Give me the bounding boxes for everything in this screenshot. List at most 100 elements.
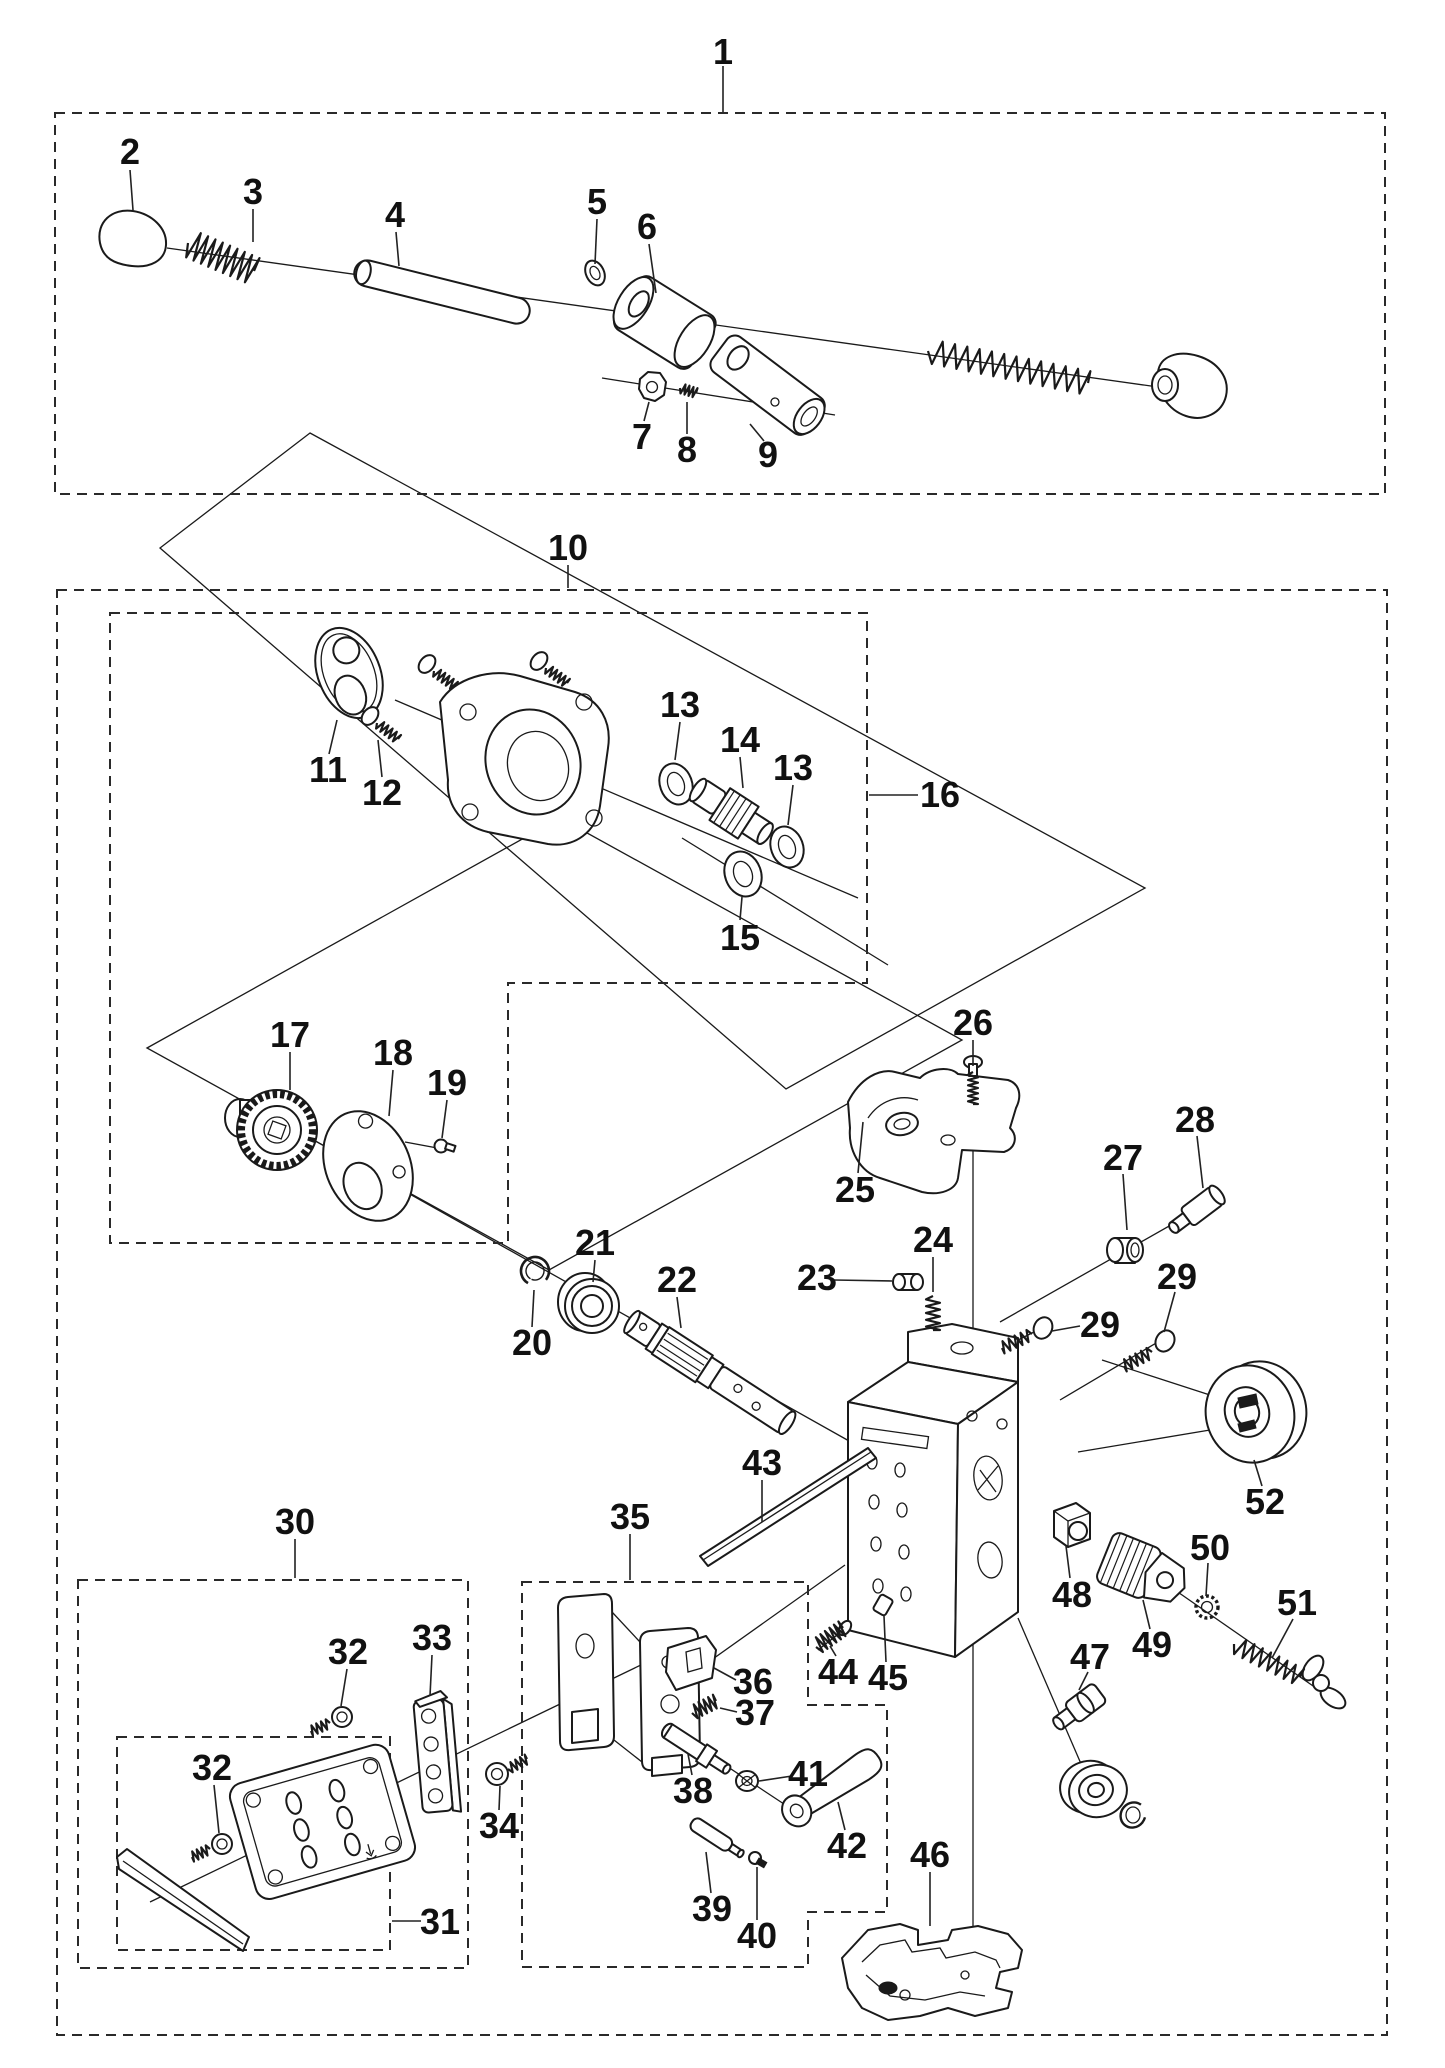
part-circlip-lower	[1119, 1801, 1147, 1829]
callout-8: 8	[677, 402, 697, 470]
callout-25: 25	[835, 1121, 875, 1210]
part-28-bolt	[1168, 1184, 1226, 1234]
callout-52: 52	[1245, 1459, 1285, 1522]
part-number-label: 28	[1175, 1099, 1215, 1140]
callout-leader	[883, 1615, 887, 1663]
callout-13: 13	[773, 747, 813, 826]
callout-5: 5	[587, 181, 607, 265]
part-18-plate	[322, 1110, 414, 1222]
axis-line	[1171, 1587, 1317, 1689]
callout-leader	[395, 231, 400, 267]
callout-37: 37	[719, 1692, 775, 1733]
thread-8	[678, 383, 699, 399]
thread-32b	[190, 1844, 211, 1863]
callout-31: 31	[392, 1901, 460, 1942]
callout-leader	[837, 1801, 846, 1831]
callout-23: 23	[797, 1257, 893, 1298]
part-number-label: 39	[692, 1888, 732, 1929]
part-20-circlip	[519, 1255, 551, 1287]
callout-43: 43	[742, 1442, 782, 1522]
part-number-label: 38	[673, 1770, 713, 1811]
callout-3: 3	[243, 171, 263, 242]
part-50-lock-washer	[1194, 1594, 1220, 1620]
callout-34: 34	[479, 1785, 519, 1846]
part-51-wing-screw	[1301, 1654, 1347, 1710]
part-number-label: 23	[797, 1257, 837, 1298]
axis-line	[1101, 1359, 1214, 1397]
part-32-screw-b	[211, 1833, 233, 1855]
axis-lines	[149, 247, 1317, 1985]
part-41-washer	[735, 1770, 759, 1792]
part-number-label: 20	[512, 1322, 552, 1363]
part-number-label: 32	[192, 1747, 232, 1788]
part-number-label: 29	[1080, 1304, 1120, 1345]
part-32-screw-a	[331, 1706, 353, 1728]
part-9-sleeve	[709, 334, 826, 436]
callout-leader	[758, 1775, 793, 1782]
callout-leader	[705, 1851, 712, 1894]
part-43-rod	[699, 1447, 877, 1567]
callout-50: 50	[1190, 1527, 1230, 1597]
callout-leader	[674, 721, 681, 761]
callout-48: 48	[1052, 1545, 1092, 1615]
part-number-label: 5	[587, 181, 607, 222]
part-31-bar	[116, 1848, 250, 1952]
part-number-label: 50	[1190, 1527, 1230, 1568]
part-23-nut	[892, 1273, 924, 1291]
spring-24	[924, 1295, 942, 1332]
callout-15: 15	[720, 896, 760, 958]
callout-41: 41	[758, 1753, 828, 1794]
part-19-screw	[433, 1138, 457, 1154]
callout-leader	[739, 756, 744, 789]
part-number-label: 34	[479, 1805, 519, 1846]
part-number-label: 3	[243, 171, 263, 212]
callout-leader	[1078, 1671, 1089, 1691]
callout-39: 39	[692, 1851, 732, 1929]
callout-30: 30	[275, 1501, 315, 1578]
callout-32: 32	[328, 1631, 368, 1707]
thread-29b	[1122, 1346, 1153, 1373]
callout-leader	[857, 1121, 864, 1174]
callout-29: 29	[1157, 1256, 1197, 1333]
part-5-washer	[584, 259, 606, 287]
assembly-box-main	[56, 589, 1388, 2036]
part-number-label: 27	[1103, 1137, 1143, 1178]
part-number-label: 37	[735, 1692, 775, 1733]
callout-17: 17	[270, 1014, 310, 1090]
callout-leader	[643, 401, 650, 422]
mounting-plane-upper	[158, 432, 1147, 1090]
part-number-label: 19	[427, 1062, 467, 1103]
part-number-label: 17	[270, 1014, 310, 1055]
part-number-label: 14	[720, 719, 760, 760]
callout-leader	[377, 739, 383, 778]
callout-leader	[787, 784, 794, 826]
assembly-box-1	[54, 112, 1386, 495]
part-46-base	[841, 1923, 1023, 2021]
part-number-label: 32	[328, 1631, 368, 1672]
part-49-knurled-knob	[1096, 1532, 1186, 1603]
part-2-knob-right	[1151, 352, 1228, 419]
part-6-sleeve	[612, 275, 717, 370]
part-bearing-lower	[1059, 1759, 1128, 1819]
callout-2: 2	[120, 131, 140, 211]
part-40-screw	[748, 1851, 768, 1869]
part-number-label: 15	[720, 917, 760, 958]
part-number-label: 45	[868, 1657, 908, 1698]
callout-47: 47	[1070, 1636, 1110, 1691]
callout-leader	[429, 1654, 433, 1697]
callout-9: 9	[749, 423, 778, 475]
part-number-label: 8	[677, 429, 697, 470]
callout-32: 32	[192, 1747, 232, 1834]
part-number-label: 48	[1052, 1574, 1092, 1615]
part-29-screw-b	[1154, 1329, 1176, 1353]
part-34-screw	[485, 1762, 509, 1786]
part-13-washer-b	[769, 825, 805, 869]
callout-44: 44	[818, 1645, 858, 1692]
callout-leader	[739, 896, 743, 921]
part-2-knob	[98, 209, 168, 268]
construction-planes	[145, 432, 1147, 1271]
callout-22: 22	[657, 1259, 697, 1329]
callout-33: 33	[412, 1617, 452, 1697]
